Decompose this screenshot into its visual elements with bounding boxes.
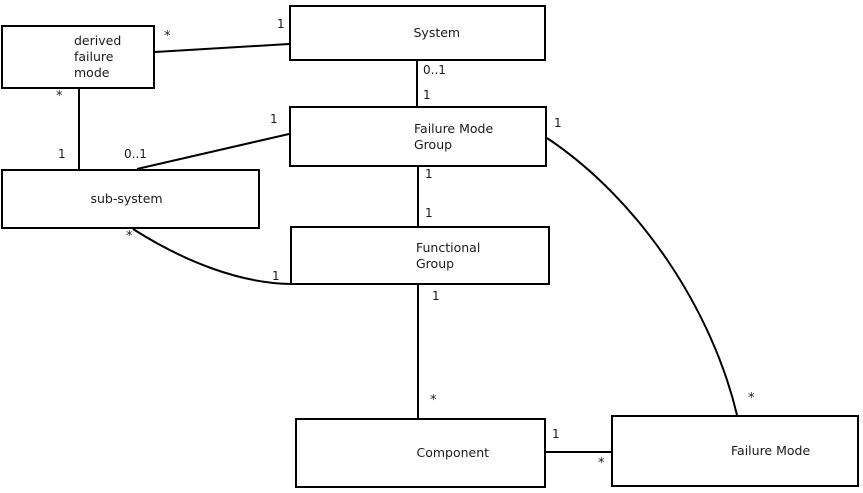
class-box-system[interactable]: System [289, 5, 546, 61]
multiplicity-label: 1 [423, 88, 431, 102]
multiplicity-label: * [56, 89, 63, 104]
multiplicity-label: * [126, 229, 133, 244]
multiplicity-label: * [748, 391, 755, 406]
multiplicity-label: * [598, 456, 605, 471]
class-box-label-failure-mode-group: Failure Mode Group [414, 120, 494, 152]
class-box-sub-system[interactable]: sub-system [1, 169, 260, 229]
edge-sub-system-functional-group [132, 228, 291, 285]
multiplicity-label: * [164, 29, 171, 44]
multiplicity-label: 1 [425, 206, 433, 220]
class-box-failure-mode-group[interactable]: Failure Mode Group [289, 106, 547, 167]
edge-sub-system-failure-mode-group [136, 133, 290, 170]
class-box-label-functional-group: Functional Group [416, 239, 481, 271]
class-box-label-failure-mode: Failure Mode [731, 443, 811, 458]
multiplicity-label: 0..1 [124, 147, 147, 161]
multiplicity-label: 0..1 [423, 63, 446, 77]
multiplicity-label: 1 [270, 112, 278, 126]
multiplicity-label: 1 [272, 269, 280, 283]
edge-failure-mode-group-failure-mode [546, 137, 738, 416]
multiplicity-label: 1 [58, 147, 66, 161]
edge-derived-failure-mode-system [154, 43, 290, 53]
multiplicity-label: 1 [554, 116, 562, 130]
multiplicity-label: 1 [277, 17, 285, 31]
class-box-failure-mode[interactable]: Failure Mode [611, 415, 859, 487]
multiplicity-label: 1 [432, 289, 440, 303]
class-box-component[interactable]: Component [295, 418, 546, 488]
class-box-functional-group[interactable]: Functional Group [290, 226, 550, 285]
class-box-label-derived-failure-mode: derived failure mode [74, 33, 122, 80]
multiplicity-label: 1 [425, 167, 433, 181]
class-box-label-component: Component [416, 445, 490, 460]
class-box-label-sub-system: sub-system [90, 191, 163, 206]
multiplicity-label: * [430, 393, 437, 408]
class-box-label-system: System [413, 25, 461, 40]
multiplicity-label: 1 [552, 427, 560, 441]
class-box-derived-failure-mode[interactable]: derived failure mode [1, 25, 155, 89]
